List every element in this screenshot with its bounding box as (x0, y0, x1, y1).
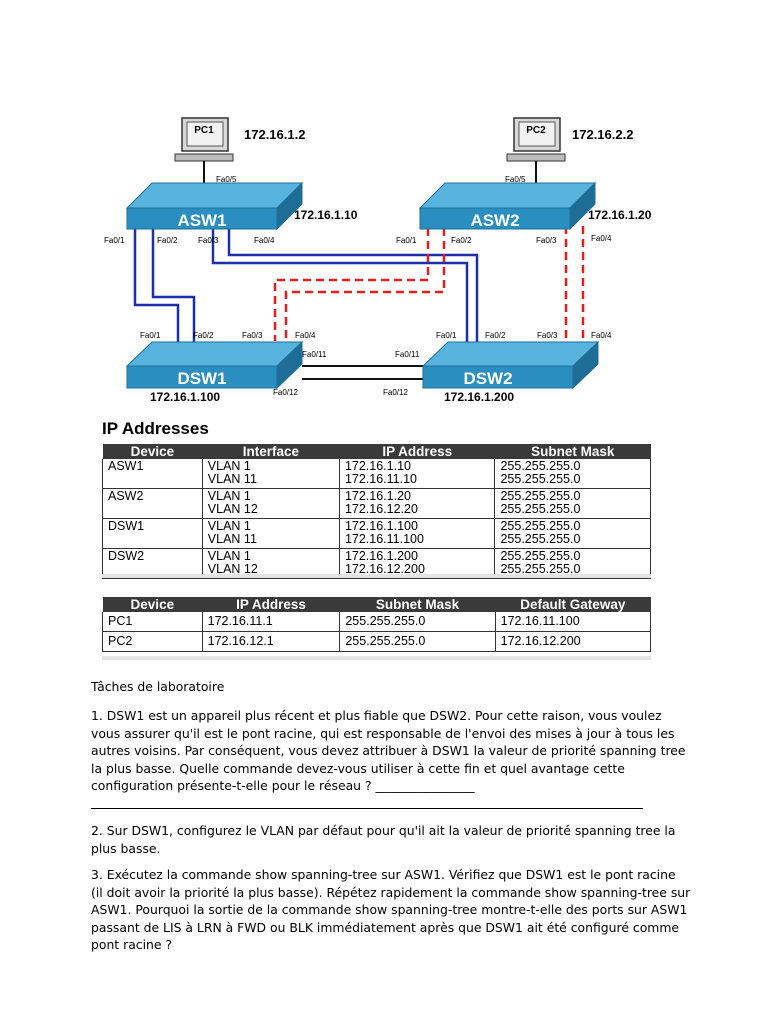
table-shadow (102, 574, 651, 578)
dsw2-port-fa02: Fa0/2 (485, 331, 506, 340)
header-device: Device (102, 444, 203, 459)
dsw2-port-fa01: Fa0/1 (436, 331, 457, 340)
dsw1-port-fa02: Fa0/2 (193, 331, 214, 340)
question-3: 3. Exécutez la commande show spanning-tr… (91, 867, 691, 952)
link-asw1-fa03-dsw2 (211, 228, 469, 348)
pc2-ip: 172.16.2.2 (572, 127, 633, 142)
header-ip-address: IP Address (202, 597, 340, 612)
ip-cell: 172.16.11.1 (201, 612, 341, 632)
pc1-ip: 172.16.1.2 (244, 127, 305, 142)
device-cell: ASW1 (102, 459, 203, 489)
dsw1-ip: 172.16.1.100 (150, 390, 220, 404)
asw1-ip: 172.16.1.10 (294, 208, 358, 222)
asw2-port-fa02: Fa0/2 (451, 236, 472, 245)
dsw2-port-fa012: Fa0/12 (383, 388, 408, 397)
pc2-icon: PC2 (506, 117, 566, 162)
pc1-label: PC1 (194, 125, 214, 136)
pc1-icon: PC1 (174, 117, 234, 162)
device-cell: PC1 (102, 612, 203, 632)
mask-cell: 255.255.255.0 (339, 612, 496, 632)
table-header-row: Device Interface IP Address Subnet Mask (102, 444, 651, 459)
pc-ip-table: Device IP Address Subnet Mask Default Ga… (102, 597, 652, 652)
asw1-port-fa04: Fa0/4 (254, 236, 275, 245)
header-ip-address: IP Address (339, 444, 495, 459)
link-asw2-fa01-dsw1 (273, 228, 430, 341)
dsw2-switch-icon: DSW2 (421, 340, 600, 390)
asw1-port-fa01: Fa0/1 (104, 236, 125, 245)
gateway-cell: 172.16.12.200 (494, 631, 652, 652)
link-asw2-fa02-dsw1 (284, 228, 446, 341)
question-1: 1. DSW1 est un appareil plus récent et p… (91, 708, 686, 793)
header-interface: Interface (202, 444, 340, 459)
asw1-port-fa03: Fa0/3 (198, 236, 219, 245)
table-shadow (102, 656, 651, 660)
header-device: Device (102, 597, 203, 612)
gateway-cell: 172.16.11.100 (494, 612, 652, 632)
network-topology-diagram: PC1 172.16.1.2 PC2 172.16.2.2 Fa0/5 Fa0/… (90, 108, 660, 413)
device-cell: DSW2 (102, 548, 203, 579)
dsw1-name: DSW1 (177, 369, 226, 388)
dsw1-port-fa012: Fa0/12 (273, 388, 298, 397)
asw1-pc-port: Fa0/5 (216, 175, 237, 184)
asw1-switch-icon: ASW1 (125, 181, 304, 231)
section-title: Tâches de laboratoire (91, 679, 225, 694)
dsw1-port-fa03: Fa0/3 (242, 331, 263, 340)
asw1-name: ASW1 (177, 211, 226, 230)
ip-cell: 172.16.12.1 (201, 631, 341, 652)
header-subnet-mask: Subnet Mask (494, 444, 651, 459)
table-header-row: Device IP Address Subnet Mask Default Ga… (102, 597, 651, 612)
asw1-port-fa02: Fa0/2 (157, 236, 178, 245)
asw2-port-fa04: Fa0/4 (591, 234, 612, 243)
asw2-pc-port: Fa0/5 (505, 175, 526, 184)
link-asw1-fa04-dsw2 (227, 228, 479, 348)
dsw1-port-fa04: Fa0/4 (295, 331, 316, 340)
device-cell: DSW1 (102, 518, 203, 549)
dsw2-port-fa03: Fa0/3 (537, 331, 558, 340)
dsw2-port-fa04: Fa0/4 (591, 331, 612, 340)
dsw2-ip: 172.16.1.200 (444, 390, 514, 404)
switch-ip-table: Device Interface IP Address Subnet Mask … (102, 444, 651, 579)
pc2-label: PC2 (526, 125, 546, 136)
link-asw1-fa02-dsw1 (151, 228, 196, 348)
asw2-ip: 172.16.1.20 (588, 208, 652, 222)
mask-cell: 255.255.255.0 (339, 631, 496, 652)
link-asw1-fa01-dsw1 (133, 228, 180, 348)
dsw2-port-fa011: Fa0/11 (395, 350, 420, 359)
dsw1-port-fa01: Fa0/1 (140, 331, 161, 340)
device-cell: ASW2 (102, 488, 203, 519)
dsw2-name: DSW2 (463, 369, 512, 388)
table-row: PC2 172.16.12.1 255.255.255.0 172.16.12.… (102, 631, 652, 652)
header-subnet-mask: Subnet Mask (339, 597, 496, 612)
header-default-gateway: Default Gateway (495, 597, 651, 612)
dsw1-port-fa011: Fa0/11 (302, 350, 327, 359)
dsw1-switch-icon: DSW1 (125, 340, 304, 390)
answer-line (91, 808, 643, 809)
asw2-port-fa01: Fa0/1 (396, 236, 417, 245)
asw2-port-fa03: Fa0/3 (536, 236, 557, 245)
device-cell: PC2 (102, 631, 203, 652)
asw2-name: ASW2 (470, 211, 519, 230)
question-2: 2. Sur DSW1, configurez le VLAN par défa… (91, 823, 676, 856)
ip-addresses-heading: IP Addresses (102, 419, 209, 438)
asw2-switch-icon: ASW2 (418, 181, 597, 231)
table-row: PC1 172.16.11.1 255.255.255.0 172.16.11.… (102, 612, 652, 632)
